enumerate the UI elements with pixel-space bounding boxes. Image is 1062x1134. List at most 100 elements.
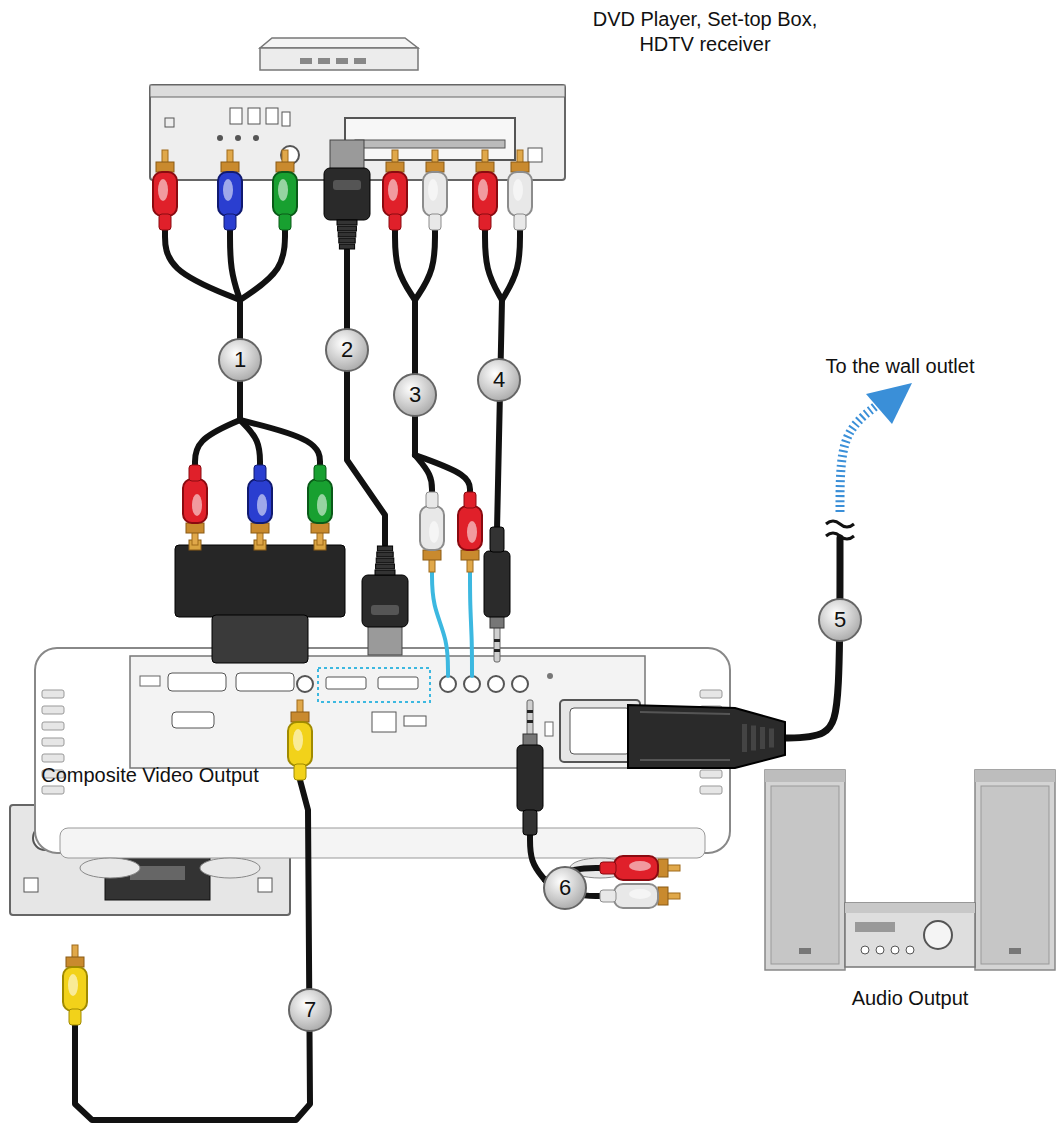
vent-slot xyxy=(42,786,64,794)
plug-rib xyxy=(339,244,354,249)
device-led xyxy=(217,135,223,141)
plug-shine xyxy=(257,494,267,516)
plug-shine xyxy=(293,729,303,751)
speaker-badge xyxy=(799,948,811,954)
callout-number: 7 xyxy=(289,989,331,1031)
callout-number: 3 xyxy=(394,374,436,416)
disc-panel xyxy=(345,118,515,160)
cable xyxy=(432,570,448,676)
plug-tail xyxy=(426,492,438,508)
plug-collar xyxy=(386,162,404,172)
callout-circle xyxy=(544,867,586,909)
plug-body xyxy=(473,172,497,216)
plug-body xyxy=(324,168,370,220)
plug-tail xyxy=(189,465,201,481)
plug-tail xyxy=(429,214,441,230)
plug-shine xyxy=(68,974,78,996)
plug-rib xyxy=(337,220,357,225)
device-button xyxy=(165,118,174,127)
plug-logo-mark xyxy=(333,180,361,190)
callout-circle xyxy=(289,989,331,1031)
plug-body xyxy=(248,479,272,523)
projector-foot xyxy=(80,858,140,878)
jack-ring xyxy=(494,649,500,652)
video-port xyxy=(297,676,313,692)
speaker-badge xyxy=(1009,948,1021,954)
vent-slot xyxy=(700,690,722,698)
plug-body xyxy=(614,856,658,880)
jack-tail xyxy=(523,810,537,835)
rca-plug xyxy=(248,465,272,545)
callout-number: 1 xyxy=(219,339,261,381)
vga-connector xyxy=(212,615,308,663)
plug-collar xyxy=(221,162,239,172)
plug-tail xyxy=(294,764,306,780)
device-box: Audio Output xyxy=(765,770,1055,970)
plug-tail xyxy=(600,890,616,902)
plug-tail xyxy=(314,465,326,481)
jack-pin xyxy=(494,626,500,662)
vent-slot xyxy=(700,786,722,794)
speaker-grille xyxy=(771,786,839,964)
rca-plug xyxy=(508,150,532,230)
jack-ring xyxy=(494,639,500,642)
plug-shine xyxy=(629,861,651,871)
dvd-player xyxy=(150,85,565,180)
plug-body xyxy=(308,479,332,523)
port xyxy=(140,676,160,686)
plug-tail xyxy=(389,214,401,230)
plug-body xyxy=(614,884,658,908)
plug-collar xyxy=(156,162,174,172)
rca-plug xyxy=(458,492,482,572)
audio-port xyxy=(440,676,456,692)
rca-plug xyxy=(63,945,87,1025)
jack-tail xyxy=(490,527,504,552)
plug-collar xyxy=(291,712,309,722)
plug-shine xyxy=(478,179,488,201)
audio-jack xyxy=(517,700,543,835)
plug-rib xyxy=(377,552,393,557)
hdmi-port xyxy=(326,677,366,689)
plug-collar xyxy=(311,523,329,533)
device-label: Composite Video Output xyxy=(0,763,300,788)
plug-collar xyxy=(276,162,294,172)
cable xyxy=(485,230,502,300)
plug-metal xyxy=(368,625,402,655)
jack-body xyxy=(517,745,543,811)
callout-number: 6 xyxy=(544,867,586,909)
device-button xyxy=(230,108,242,124)
cable xyxy=(240,230,285,300)
rca-plug xyxy=(308,465,332,545)
plug-collar xyxy=(658,859,668,877)
vga-port xyxy=(236,673,294,691)
plug-rib xyxy=(742,724,747,752)
device-button xyxy=(258,878,272,892)
plug-rib xyxy=(339,238,355,243)
device-button xyxy=(318,58,330,64)
cable xyxy=(240,420,320,466)
break-mark xyxy=(826,521,854,527)
projector-foot xyxy=(200,858,260,878)
plug-body xyxy=(420,506,444,550)
rca-plug xyxy=(218,150,242,230)
plug-tail xyxy=(514,214,526,230)
port xyxy=(545,722,553,736)
plug-shine xyxy=(429,521,439,543)
rca-plug xyxy=(383,150,407,230)
jack-collar xyxy=(523,734,537,746)
cable xyxy=(230,230,240,300)
rca-plug xyxy=(473,150,497,230)
amplifier-top xyxy=(845,903,975,913)
plug-rib xyxy=(375,570,395,575)
device-box: Composite Video Output xyxy=(10,805,290,915)
plug-edge xyxy=(640,712,730,760)
jack-body xyxy=(484,551,510,617)
device-button xyxy=(336,58,348,64)
serial-port xyxy=(172,712,214,728)
audio-port xyxy=(488,676,504,692)
plug-body xyxy=(273,172,297,216)
amplifier-button xyxy=(891,946,899,954)
amplifier-display xyxy=(855,922,895,932)
device-box: DVD Player, Set-top Box, HDTV receiver xyxy=(150,85,565,180)
